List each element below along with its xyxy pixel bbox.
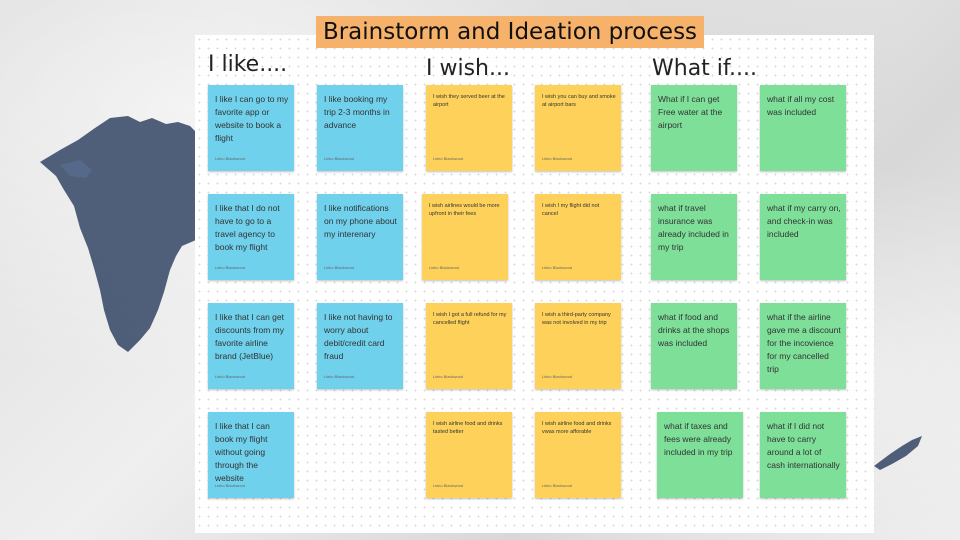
sticky-note-like[interactable]: I like I can go to my favorite app or we… — [208, 85, 294, 171]
sticky-note-like[interactable]: I like that I can get discounts from my … — [208, 303, 294, 389]
note-author: Lieko Blackwood — [215, 265, 246, 270]
note-text: What if I can get Free water at the airp… — [658, 94, 723, 130]
sticky-note-whatif[interactable]: what if my carry on, and check-in was in… — [760, 194, 846, 280]
note-text: I like notifications on my phone about m… — [324, 203, 397, 239]
note-text: I like booking my trip 2-3 months in adv… — [324, 94, 390, 130]
note-text: I like that I do not have to go to a tra… — [215, 203, 280, 252]
sticky-note-wish[interactable]: I wish airlines would be more upfront in… — [422, 194, 508, 280]
note-text: what if taxes and fees were already incl… — [664, 421, 733, 457]
note-author: Lieko Blackwood — [542, 156, 573, 161]
note-author: Lieko Blackwood — [324, 265, 355, 270]
sticky-note-wish[interactable]: I wish you can buy and smoke at airport … — [535, 85, 621, 171]
heading-whatif: What if.... — [652, 56, 758, 81]
page-title: Brainstorm and Ideation process — [316, 16, 704, 48]
note-text: I like I can go to my favorite app or we… — [215, 94, 289, 143]
note-text: I wish I got a full refund for my cancel… — [433, 312, 507, 326]
note-author: Lieko Blackwood — [542, 483, 573, 488]
note-text: I like that I can get discounts from my … — [215, 312, 284, 361]
note-text: what if food and drinks at the shops was… — [658, 312, 730, 348]
note-text: I like not having to worry about debit/c… — [324, 312, 393, 361]
sticky-note-whatif[interactable]: what if all my cost was included — [760, 85, 846, 171]
note-author: Lieko Blackwood — [215, 483, 246, 488]
sticky-note-wish[interactable]: I wish a third-party company was not inv… — [535, 303, 621, 389]
sticky-note-wish[interactable]: I wish airline food and drinks tasted be… — [426, 412, 512, 498]
note-author: Lieko Blackwood — [433, 374, 464, 379]
note-author: Lieko Blackwood — [215, 156, 246, 161]
sticky-note-wish[interactable]: I wish they served beer at the airport L… — [426, 85, 512, 171]
note-text: I wish airlines would be more upfront in… — [429, 203, 500, 217]
note-text: what if my carry on, and check-in was in… — [767, 203, 841, 239]
sticky-note-like[interactable]: I like booking my trip 2-3 months in adv… — [317, 85, 403, 171]
note-author: Lieko Blackwood — [542, 374, 573, 379]
note-author: Lieko Blackwood — [433, 483, 464, 488]
heading-wish: I wish... — [426, 56, 510, 81]
sticky-note-like[interactable]: I like that I can book my flight without… — [208, 412, 294, 498]
note-text: what if I did not have to carry around a… — [767, 421, 840, 470]
sticky-note-like[interactable]: I like that I do not have to go to a tra… — [208, 194, 294, 280]
note-text: what if the airline gave me a discount f… — [767, 312, 841, 374]
sticky-note-like[interactable]: I like not having to worry about debit/c… — [317, 303, 403, 389]
note-text: what if travel insurance was already inc… — [658, 203, 729, 252]
sticky-note-whatif[interactable]: what if food and drinks at the shops was… — [651, 303, 737, 389]
sticky-note-wish[interactable]: I wish I my flight did not cancel Lieko … — [535, 194, 621, 280]
note-author: Lieko Blackwood — [542, 265, 573, 270]
sticky-note-whatif[interactable]: what if I did not have to carry around a… — [760, 412, 846, 498]
sticky-note-like[interactable]: I like notifications on my phone about m… — [317, 194, 403, 280]
note-author: Lieko Blackwood — [433, 156, 464, 161]
note-text: I wish airline food and drinks tasted be… — [433, 421, 503, 435]
note-text: I like that I can book my flight without… — [215, 421, 270, 483]
note-author: Lieko Blackwood — [324, 374, 355, 379]
heading-like: I like.... — [208, 52, 288, 77]
note-text: I wish a third-party company was not inv… — [542, 312, 611, 326]
sticky-note-whatif[interactable]: what if travel insurance was already inc… — [651, 194, 737, 280]
sticky-note-whatif[interactable]: What if I can get Free water at the airp… — [651, 85, 737, 171]
note-text: I wish you can buy and smoke at airport … — [542, 94, 616, 108]
note-author: Lieko Blackwood — [215, 374, 246, 379]
sticky-note-wish[interactable]: I wish I got a full refund for my cancel… — [426, 303, 512, 389]
note-text: I wish they served beer at the airport — [433, 94, 505, 108]
note-author: Lieko Blackwood — [324, 156, 355, 161]
note-author: Lieko Blackwood — [429, 265, 460, 270]
sticky-note-whatif[interactable]: what if taxes and fees were already incl… — [657, 412, 743, 498]
sticky-note-wish[interactable]: I wish airline food and drinks vwas more… — [535, 412, 621, 498]
note-text: I wish airline food and drinks vwas more… — [542, 421, 612, 435]
note-text: I wish I my flight did not cancel — [542, 203, 600, 217]
note-text: what if all my cost was included — [767, 94, 835, 117]
sticky-note-whatif[interactable]: what if the airline gave me a discount f… — [760, 303, 846, 389]
